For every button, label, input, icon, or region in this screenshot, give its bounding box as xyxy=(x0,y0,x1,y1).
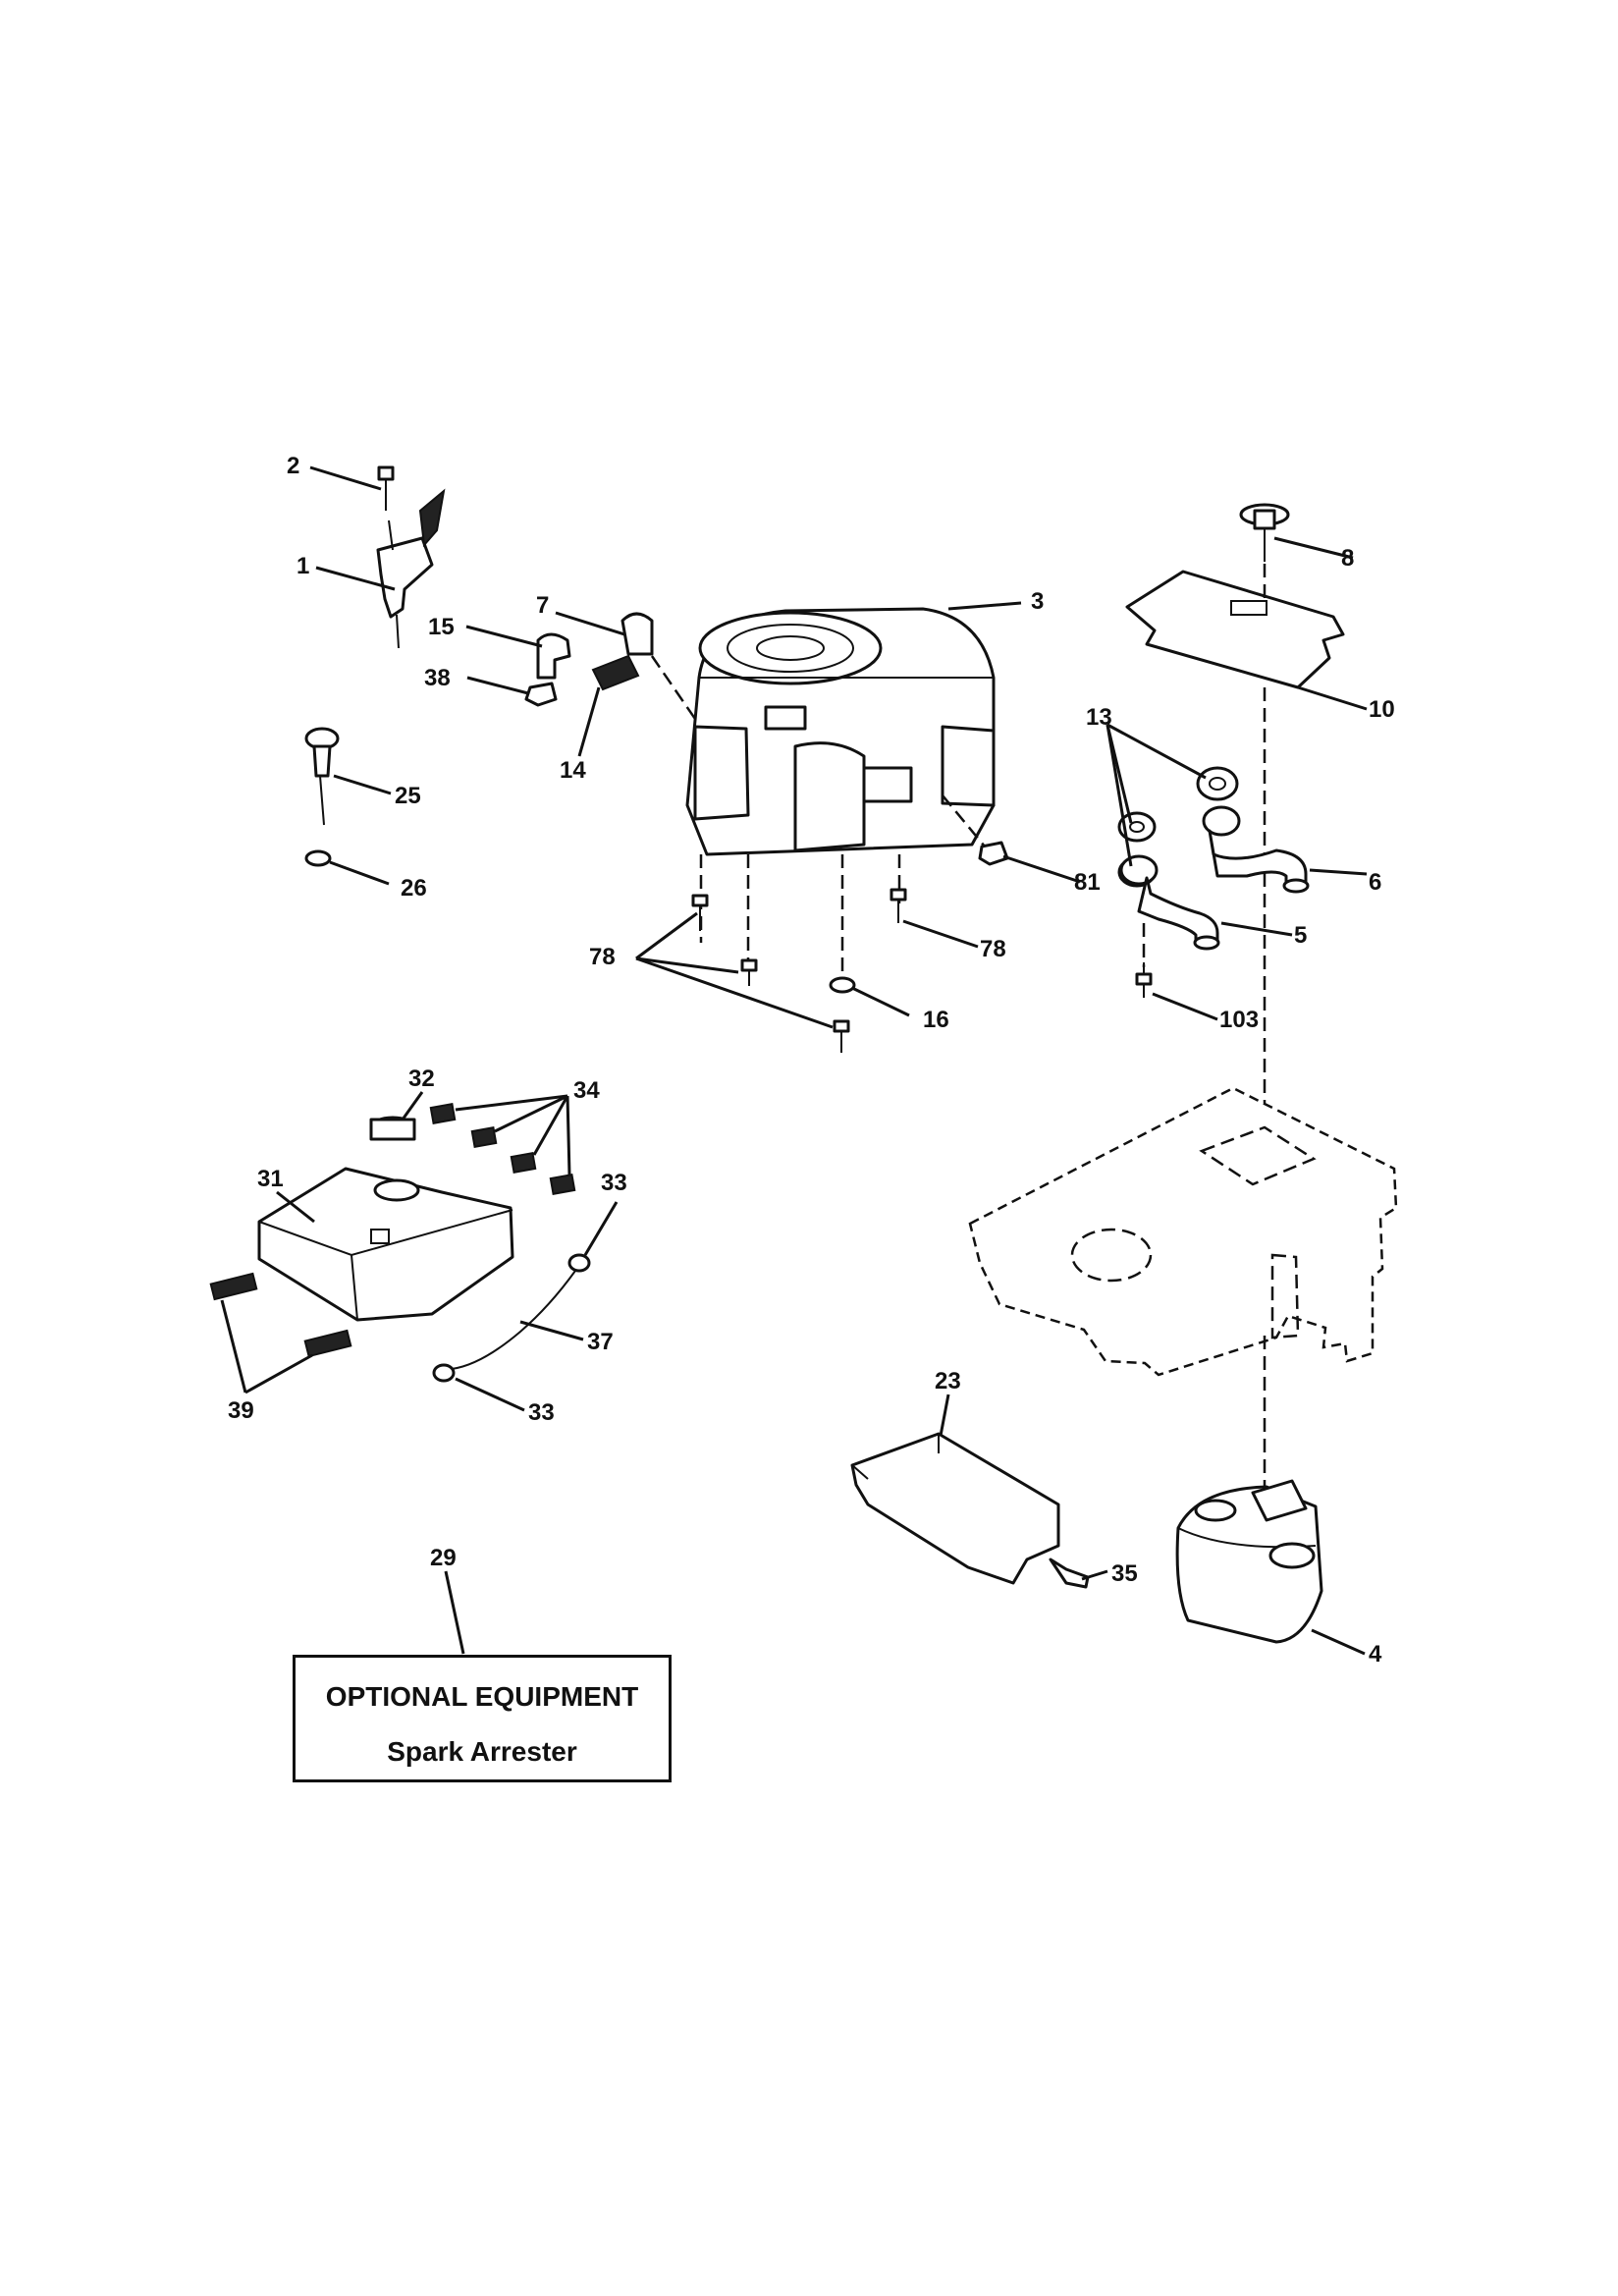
optional-equipment-box: OPTIONAL EQUIPMENT Spark Arrester xyxy=(293,1655,672,1782)
callout-13: 13 xyxy=(1086,704,1112,731)
gasket-13-middle xyxy=(1117,811,1157,843)
callout-37: 37 xyxy=(587,1329,614,1355)
callout-38: 38 xyxy=(424,665,451,691)
tube-37-part xyxy=(451,1270,576,1370)
exhaust-pipe-6-part xyxy=(1202,805,1310,894)
optional-equipment-title: OPTIONAL EQUIPMENT xyxy=(325,1681,639,1712)
pad-34-c xyxy=(510,1152,537,1174)
bolt-78-right xyxy=(890,888,907,923)
callout-78-left: 78 xyxy=(589,944,616,970)
callout-6: 6 xyxy=(1369,869,1381,896)
muffler-part xyxy=(1175,1479,1323,1644)
callout-10: 10 xyxy=(1369,696,1395,723)
callout-4: 4 xyxy=(1369,1641,1382,1667)
callout-26: 26 xyxy=(401,875,427,902)
washer-16-part xyxy=(829,976,856,994)
bolt-8-part xyxy=(1239,503,1290,562)
clamp-33-lower xyxy=(432,1363,456,1383)
bolt-part xyxy=(377,465,395,511)
callout-1: 1 xyxy=(297,553,309,579)
callout-29: 29 xyxy=(430,1545,457,1571)
elbow-fitting-part xyxy=(536,632,571,680)
exhaust-pipe-5-part xyxy=(1119,854,1220,951)
callout-2: 2 xyxy=(287,453,299,479)
choke-knob-part xyxy=(304,727,340,826)
callout-33-upper: 33 xyxy=(601,1170,627,1196)
callout-39: 39 xyxy=(228,1397,254,1424)
callout-103: 103 xyxy=(1219,1007,1259,1033)
pad-34-d xyxy=(549,1174,576,1195)
bolt-78-lower xyxy=(833,1019,850,1053)
callout-16: 16 xyxy=(923,1007,949,1033)
throttle-control-part xyxy=(376,488,446,649)
callout-25: 25 xyxy=(395,783,421,809)
bolt-78-upper xyxy=(691,894,709,931)
callout-33-lower: 33 xyxy=(528,1399,555,1426)
bolt-78-middle xyxy=(740,958,758,986)
gasket-13-upper xyxy=(1196,766,1239,801)
cap-32-part xyxy=(369,1116,416,1141)
pad-34-a xyxy=(429,1103,457,1124)
muffler-guard-part xyxy=(850,1432,1060,1585)
nut-81-part xyxy=(978,841,1009,866)
callout-8: 8 xyxy=(1341,545,1354,572)
pad-39-a xyxy=(209,1272,258,1301)
clip-part xyxy=(620,612,654,656)
callout-14: 14 xyxy=(560,757,586,784)
callout-31: 31 xyxy=(257,1166,284,1192)
bolt-103-part xyxy=(1135,962,1153,998)
callout-7: 7 xyxy=(536,592,549,619)
washer-26-part xyxy=(304,849,332,867)
callout-23: 23 xyxy=(935,1368,961,1394)
nut-part xyxy=(524,682,558,707)
callout-78-right: 78 xyxy=(980,936,1006,962)
callout-32: 32 xyxy=(408,1066,435,1092)
engine-part xyxy=(685,607,996,856)
heat-shield-part xyxy=(1125,570,1345,689)
callout-3: 3 xyxy=(1031,588,1044,615)
clamp-33-upper xyxy=(567,1253,591,1273)
pad-34-b xyxy=(470,1126,498,1148)
screw-35-part xyxy=(1049,1558,1090,1589)
callout-81: 81 xyxy=(1074,869,1101,896)
optional-equipment-subtitle: Spark Arrester xyxy=(387,1736,577,1767)
spark-arrester-housing-part xyxy=(257,1167,514,1322)
callout-35: 35 xyxy=(1111,1560,1138,1587)
callout-5: 5 xyxy=(1294,922,1307,949)
callout-15: 15 xyxy=(428,614,455,640)
hose-part xyxy=(591,654,640,691)
frame-outline xyxy=(968,1086,1398,1377)
callout-34: 34 xyxy=(573,1077,600,1104)
pad-39-b xyxy=(303,1329,352,1358)
